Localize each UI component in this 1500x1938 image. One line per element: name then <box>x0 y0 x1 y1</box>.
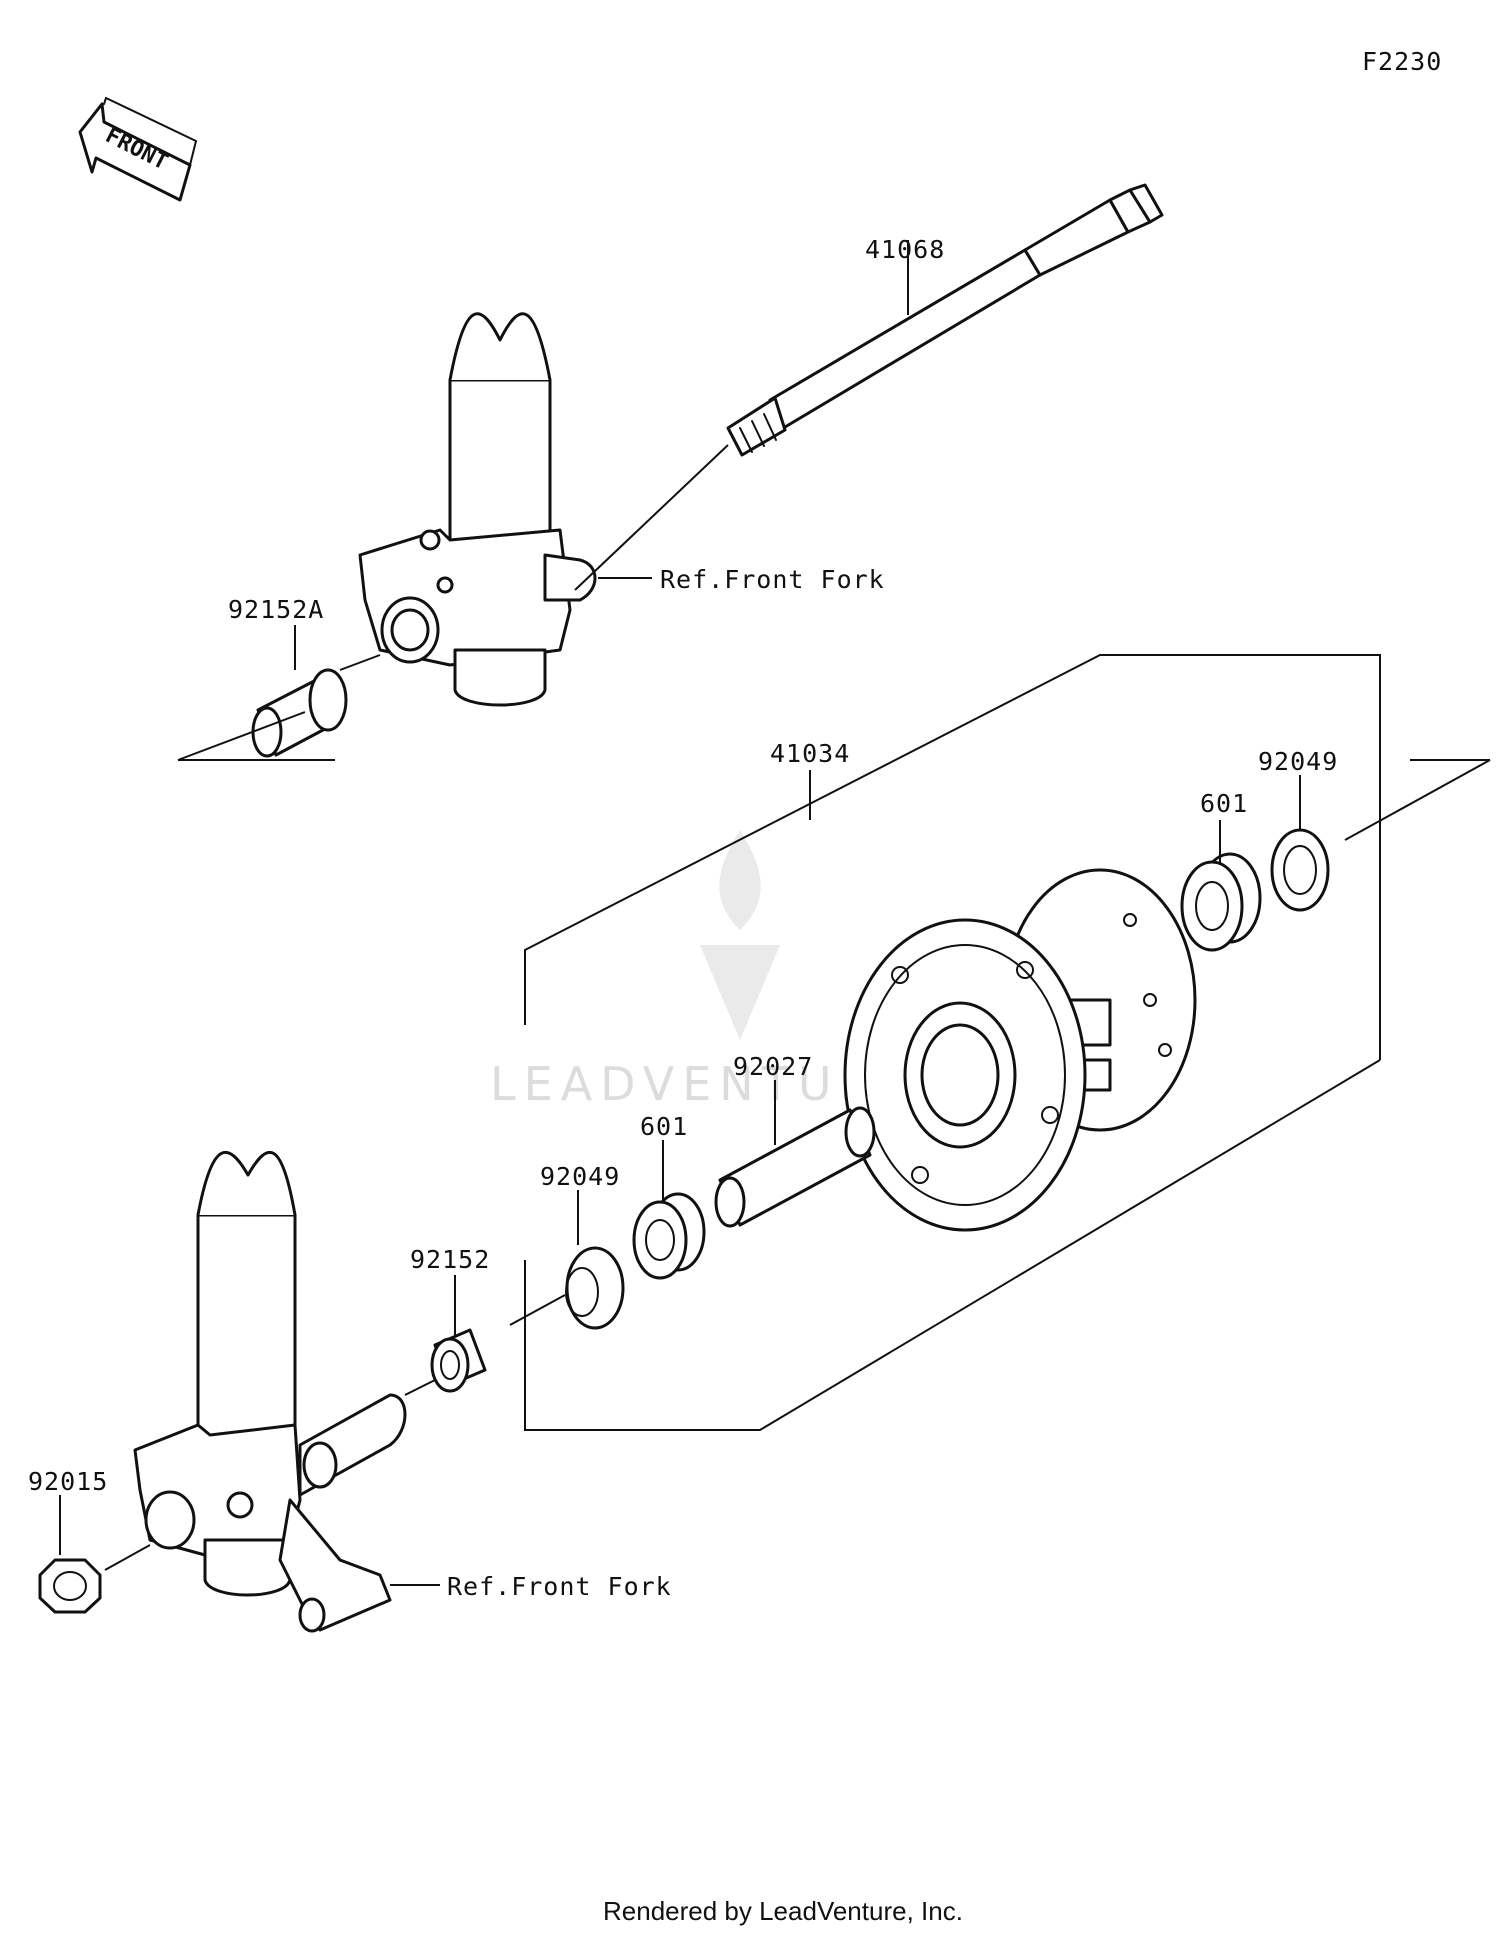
collar-92152 <box>430 1328 487 1393</box>
label-41068: 41068 <box>865 235 945 264</box>
label-92152a: 92152A <box>228 595 324 624</box>
label-92049-left: 92049 <box>540 1162 620 1191</box>
spacer-92027 <box>714 1106 876 1228</box>
front-arrow-icon: FRONT <box>78 96 198 202</box>
bearing-601-left <box>632 1192 706 1280</box>
hub-41034 <box>843 868 1197 1232</box>
label-92152: 92152 <box>410 1245 490 1274</box>
lower-fork-leg <box>133 1150 407 1633</box>
watermark-logo: LEADVENTURE <box>490 830 917 1111</box>
label-92027: 92027 <box>733 1052 813 1081</box>
label-ref-front-fork-lower: Ref.Front Fork <box>447 1572 672 1601</box>
seal-92049-left <box>565 1246 625 1330</box>
axle-41068 <box>726 183 1164 457</box>
label-92015: 92015 <box>28 1467 108 1496</box>
label-92049-right: 92049 <box>1258 747 1338 776</box>
label-601-right: 601 <box>1200 789 1248 818</box>
nut-92015 <box>38 1558 102 1614</box>
upper-fork-leg <box>358 312 597 707</box>
figure-code: F2230 <box>1362 47 1442 76</box>
watermark-text: LEADVENTURE <box>490 1057 917 1111</box>
label-601-left: 601 <box>640 1112 688 1141</box>
seal-92049-right <box>1270 828 1330 912</box>
footer-credit: Rendered by LeadVenture, Inc. <box>603 1896 963 1926</box>
label-ref-front-fork-upper: Ref.Front Fork <box>660 565 885 594</box>
collar-92152a <box>251 668 348 758</box>
label-41034: 41034 <box>770 739 850 768</box>
bearing-601-right <box>1180 852 1262 952</box>
